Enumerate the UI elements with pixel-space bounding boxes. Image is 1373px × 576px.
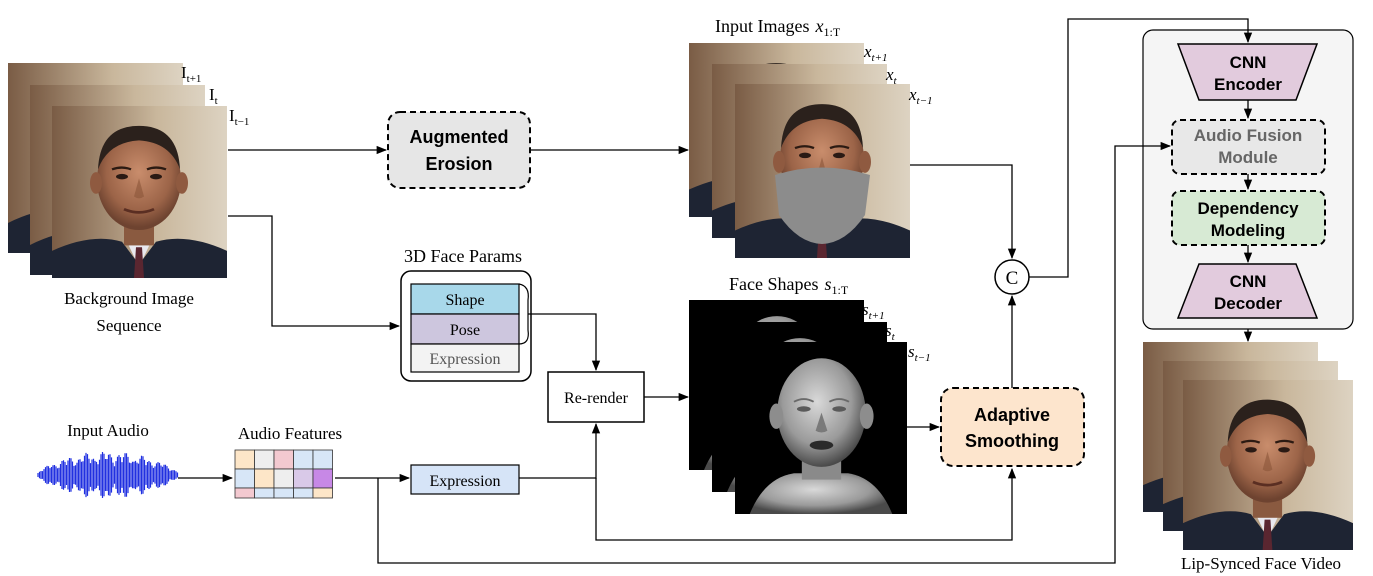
augmented-erosion-line2: Erosion	[425, 154, 492, 174]
audio-feature-cell	[254, 468, 275, 489]
input-frame-prev	[735, 84, 910, 258]
shape-label-prev: st−1	[908, 342, 931, 364]
param-shape	[410, 283, 520, 315]
dependency-modeling-box	[1171, 190, 1326, 246]
input-audio-label: Input Audio	[67, 421, 149, 440]
audio-feature-cell	[273, 468, 294, 489]
frame-label-next: It+1	[181, 63, 201, 85]
audio-features-label: Audio Features	[238, 424, 342, 443]
input-label-next: xt+1	[863, 42, 888, 64]
dependency-line1: Dependency	[1197, 199, 1299, 218]
arrow-input-to-concat	[910, 164, 1017, 260]
audio-feature-cell	[273, 449, 294, 470]
concat-node: C	[994, 259, 1030, 295]
expression-box-label: Expression	[429, 473, 500, 490]
frame-label-prev: It−1	[229, 106, 249, 128]
audio-feature-cell	[234, 487, 255, 499]
input-label-prev: xt−1	[908, 85, 933, 107]
expression-block: Expression	[410, 464, 520, 495]
output-caption: Lip-Synced Face Video	[1181, 554, 1341, 573]
cnn-decoder-line1: CNN	[1230, 272, 1267, 291]
erosion-mask	[775, 167, 870, 244]
audio-feature-cell	[293, 468, 314, 489]
background-caption-line1: Background Image	[64, 289, 194, 308]
output-frame-prev	[1183, 380, 1353, 550]
augmented-erosion-line1: Augmented	[410, 127, 509, 147]
audio-feature-cell	[254, 487, 275, 499]
audio-feature-cell	[312, 468, 333, 489]
frame-label-current: It	[209, 85, 218, 107]
param-expression-label: Expression	[429, 351, 500, 368]
rerender-box	[547, 371, 645, 423]
arrow-params-to-rerender	[528, 313, 601, 372]
audio-fusion-box	[1171, 119, 1326, 175]
audio-feature-cell	[234, 449, 255, 470]
dependency-line2: Modeling	[1211, 221, 1286, 240]
input-audio-block: Input Audio	[37, 421, 179, 498]
rerender-label: Re-render	[564, 390, 629, 407]
param-shape-label: Shape	[445, 292, 484, 309]
cnn-encoder-line2: Encoder	[1214, 75, 1282, 94]
face-params-block: 3D Face Params Shape Pose Expression	[400, 246, 532, 382]
param-pose	[410, 313, 520, 345]
cnn-encoder-shape	[1176, 43, 1319, 101]
arrow-bg-to-params	[228, 215, 401, 331]
face-params-title: 3D Face Params	[404, 246, 522, 266]
adaptive-smoothing-line1: Adaptive	[974, 405, 1050, 425]
expression-box	[410, 464, 520, 495]
audio-features-block: Audio Features	[234, 424, 342, 499]
shape-pose-brace	[518, 283, 529, 345]
audio-waveform	[37, 452, 179, 498]
shape-frame-prev	[735, 342, 907, 514]
audio-feature-cell	[312, 487, 333, 499]
audio-fusion-line1: Audio Fusion	[1194, 126, 1303, 145]
cnn-encoder-line1: CNN	[1230, 53, 1267, 72]
background-frame-prev	[52, 106, 227, 278]
arrow-expression-to-smoothing	[595, 467, 1017, 541]
arrow-features-to-fusion	[377, 141, 1172, 564]
audio-feature-cell	[293, 449, 314, 470]
audio-feature-grid	[234, 449, 333, 499]
audio-feature-cell	[254, 449, 275, 470]
concat-symbol: C	[1006, 268, 1019, 289]
param-expression	[410, 343, 520, 373]
rerender-block: Re-render	[547, 371, 645, 423]
audio-feature-cell	[312, 449, 333, 470]
adaptive-smoothing-block: Adaptive Smoothing	[940, 387, 1085, 467]
background-caption-line2: Sequence	[96, 316, 161, 335]
cnn-decoder-shape	[1176, 263, 1319, 319]
adaptive-smoothing-line2: Smoothing	[965, 431, 1059, 451]
audio-feature-cell	[273, 487, 294, 499]
adaptive-smoothing-box	[940, 387, 1085, 467]
augmented-erosion-box	[387, 111, 531, 189]
shape-label-next: st+1	[862, 300, 885, 322]
arrow-expression-to-rerender	[519, 422, 601, 479]
augmented-erosion-block: Augmented Erosion	[387, 111, 531, 189]
waveform-trace	[37, 452, 179, 498]
connectors	[178, 18, 1253, 564]
output-video: Lip-Synced Face Video	[1143, 342, 1353, 573]
arrow-concat-to-encoder	[1029, 18, 1253, 278]
audio-fusion-line2: Module	[1218, 148, 1278, 167]
cnn-decoder-line2: Decoder	[1214, 294, 1282, 313]
input-label-current: xt	[885, 65, 898, 87]
param-pose-label: Pose	[450, 322, 480, 339]
background-image-sequence: It+1 It It−1 Background Image Sequence	[8, 63, 249, 335]
shape-label-current: st	[885, 321, 896, 343]
audio-feature-cell	[234, 468, 255, 489]
audio-feature-cell	[293, 487, 314, 499]
